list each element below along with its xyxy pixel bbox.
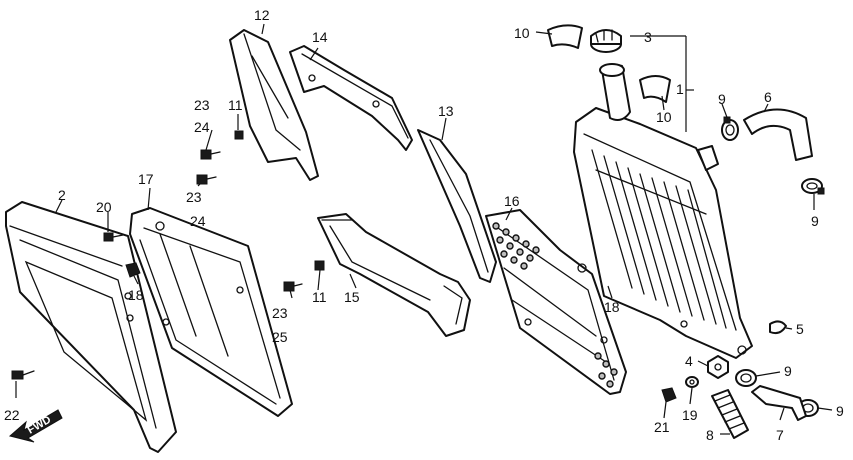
label-part-6: 6: [764, 89, 772, 105]
radiator-part-1: [573, 63, 753, 359]
bolt-part-23-lower: [283, 281, 303, 292]
clamp-part-9-lower: [735, 369, 757, 387]
bolt-part-24-upper: [200, 149, 221, 160]
label-part-11-lower: 11: [312, 289, 327, 305]
label-part-23-middle: 23: [186, 189, 202, 205]
leader-lines: [55, 23, 833, 435]
label-part-9-right: 9: [811, 213, 819, 229]
label-part-23-top: 23: [194, 97, 210, 113]
label-part-24-lower: 24: [190, 213, 206, 229]
fwd-marker-text: FWD: [26, 414, 54, 437]
label-part-3: 3: [644, 29, 652, 45]
label-part-11-upper: 11: [228, 97, 243, 113]
label-part-5: 5: [796, 321, 804, 337]
label-part-18-left: 18: [128, 287, 144, 303]
clamp-part-9-top: [721, 116, 739, 141]
label-part-25: 25: [272, 329, 288, 345]
grommet-part-5: [769, 320, 787, 335]
label-part-8: 8: [706, 427, 714, 443]
strip-part-13: [417, 129, 497, 283]
hose-part-7: [751, 385, 807, 421]
label-part-22: 22: [4, 407, 20, 423]
nut-part-4: [707, 355, 729, 379]
guard-part-17: [129, 207, 293, 417]
washer-part-19: [685, 376, 699, 388]
shroud-part-15: [317, 213, 471, 337]
label-part-9-lower: 9: [784, 363, 792, 379]
label-part-14: 14: [312, 29, 328, 45]
label-part-10-upper: 10: [514, 25, 530, 41]
label-part-16: 16: [504, 193, 520, 209]
nut-part-11-lower: [314, 260, 325, 271]
label-part-15: 15: [344, 289, 360, 305]
label-part-1: 1: [676, 81, 684, 97]
label-part-4: 4: [685, 353, 693, 369]
screen-part-16: [485, 209, 627, 395]
radiator-cap-part-3: [590, 29, 622, 53]
label-part-17: 17: [138, 171, 154, 187]
label-part-12: 12: [254, 7, 270, 23]
label-part-21: 21: [654, 419, 670, 435]
cover-part-12: [229, 29, 319, 181]
seal-part-10-lower: [639, 75, 671, 103]
grommet-part-18-left: [125, 262, 141, 278]
label-part-10-lower: 10: [656, 109, 672, 125]
label-part-13: 13: [438, 103, 454, 119]
bolt-part-23-middle: [196, 174, 217, 185]
bolt-part-22: [11, 370, 35, 398]
label-part-18-right: 18: [604, 299, 620, 315]
label-part-20: 20: [96, 199, 112, 215]
bracket-part-14: [289, 45, 413, 151]
label-part-9-top: 9: [718, 91, 726, 107]
hose-part-8: [711, 389, 749, 439]
seal-part-10-upper: [547, 24, 583, 49]
nut-part-11-upper: [234, 130, 244, 140]
part-labels: 1 2 3 4 5 6 7 8 9 9 9 9 10 10 11 11 12 1…: [4, 7, 844, 443]
label-part-23-lower: 23: [272, 305, 288, 321]
bolt-part-21: [661, 387, 677, 403]
screen-mesh-pattern: [492, 222, 618, 388]
label-part-19: 19: [682, 407, 698, 423]
clamp-part-9-right: [801, 178, 825, 195]
label-part-2: 2: [58, 187, 66, 203]
bolt-part-20: [103, 232, 124, 242]
label-part-7: 7: [776, 427, 784, 443]
label-part-9-bottom: 9: [836, 403, 844, 419]
label-part-24-upper: 24: [194, 119, 210, 135]
hose-part-6: [743, 108, 813, 161]
